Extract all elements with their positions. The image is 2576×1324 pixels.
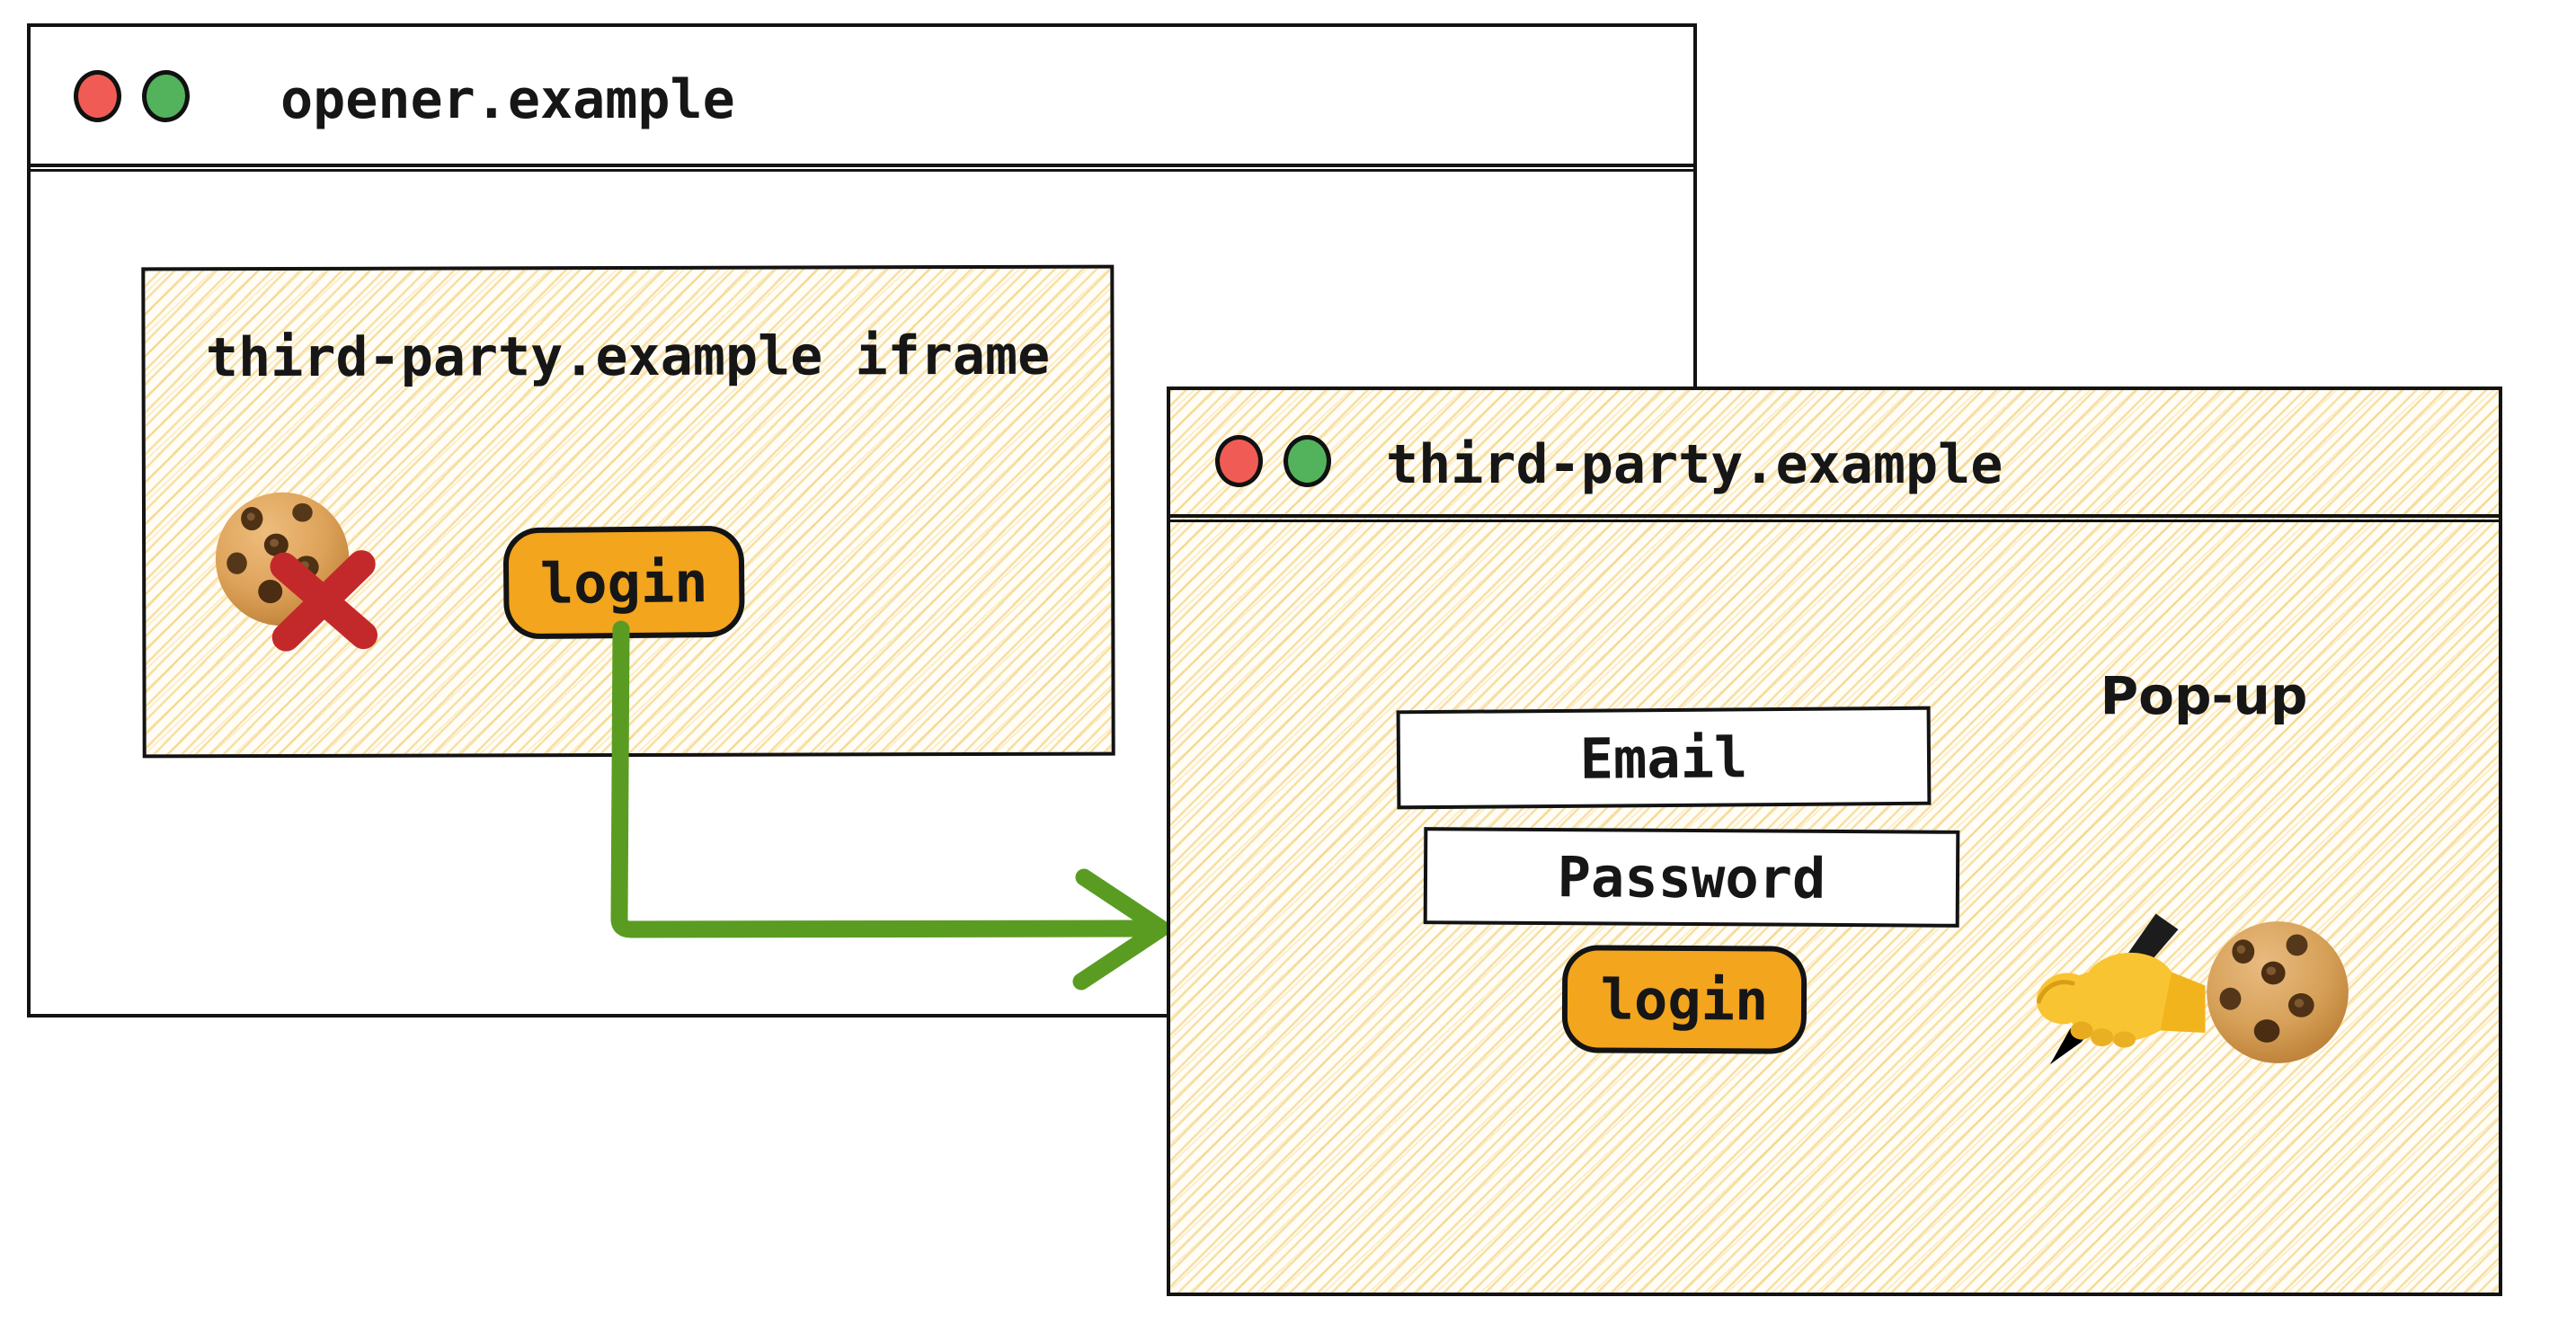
popup-annotation: Pop-up	[2100, 665, 2308, 726]
iframe-label: third-party.example iframe	[205, 324, 1051, 390]
cookie-icon	[2197, 915, 2358, 1070]
traffic-light-red-icon[interactable]	[1215, 435, 1263, 487]
popup-window-title: third-party.example	[1386, 433, 2003, 496]
popup-window: third-party.example Pop-up Email Passwor…	[1167, 387, 2502, 1296]
traffic-light-red-icon[interactable]	[74, 70, 121, 122]
email-input[interactable]: Email	[1396, 706, 1932, 810]
traffic-light-green-icon[interactable]	[1284, 435, 1331, 487]
writing-hand-icon	[2021, 911, 2206, 1073]
traffic-light-green-icon[interactable]	[140, 68, 191, 124]
opener-window-title: opener.example	[280, 68, 735, 131]
titlebar-separator	[27, 164, 1697, 172]
password-input[interactable]: Password	[1423, 827, 1960, 928]
popup-login-button[interactable]: login	[1561, 945, 1808, 1054]
iframe-login-button[interactable]: login	[502, 525, 745, 640]
titlebar-separator	[1167, 514, 2502, 522]
blocked-x-icon	[264, 540, 384, 661]
third-party-iframe: third-party.example iframe	[141, 264, 1115, 759]
